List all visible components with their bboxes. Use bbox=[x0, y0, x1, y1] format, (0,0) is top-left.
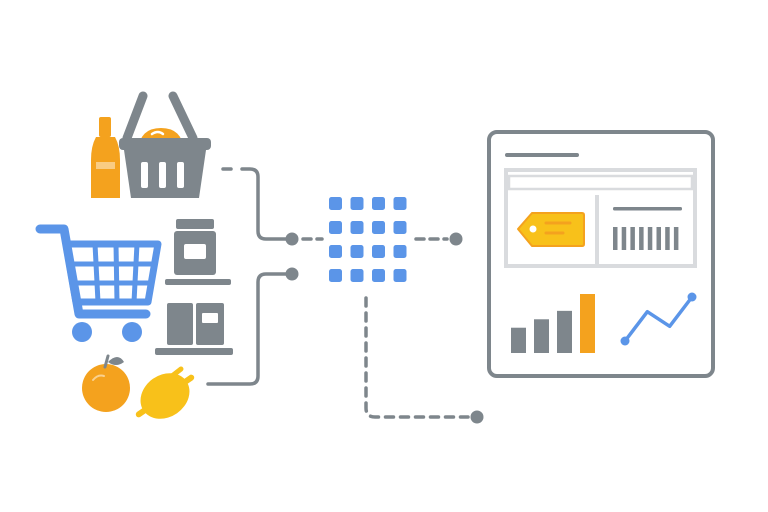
grid-cell bbox=[350, 269, 364, 282]
dashboard-top-section bbox=[504, 168, 697, 268]
grid-cell bbox=[350, 197, 364, 210]
grid-cell bbox=[372, 221, 385, 234]
grid-cell bbox=[372, 197, 385, 210]
barcode-bar bbox=[613, 227, 618, 250]
line-chart-icon bbox=[620, 292, 697, 346]
barcode-bar bbox=[621, 227, 627, 250]
grid-cell bbox=[329, 221, 342, 234]
grid-cell bbox=[329, 245, 342, 258]
barcode-bar bbox=[656, 227, 661, 250]
output-connectors bbox=[364, 237, 470, 419]
data-grid-icon bbox=[329, 197, 407, 282]
bottle-icon bbox=[91, 117, 120, 198]
bar bbox=[511, 327, 526, 353]
grid-cell bbox=[329, 197, 342, 210]
input-connectors bbox=[206, 167, 324, 386]
barcode-bar bbox=[630, 227, 635, 250]
connector-node bbox=[285, 267, 299, 281]
header-line bbox=[505, 153, 579, 157]
line-series bbox=[623, 295, 694, 343]
price-tag-icon bbox=[517, 212, 585, 247]
connector-node bbox=[449, 232, 463, 246]
bar bbox=[557, 310, 572, 353]
grid-cell bbox=[350, 245, 364, 258]
line-point bbox=[687, 292, 697, 302]
boxes-icon bbox=[155, 303, 233, 355]
line-point bbox=[620, 336, 630, 346]
connector-node bbox=[470, 410, 484, 424]
grid-cell bbox=[372, 269, 385, 282]
grid-cell bbox=[393, 221, 407, 234]
shopping-basket-icon bbox=[119, 91, 211, 198]
grid-cell bbox=[350, 221, 364, 234]
bar-chart-icon bbox=[511, 294, 595, 353]
grid-cell bbox=[393, 245, 407, 258]
grid-cell bbox=[372, 245, 385, 258]
jar-icon bbox=[165, 219, 231, 285]
connector-node bbox=[285, 232, 299, 246]
grid-cell bbox=[393, 269, 407, 282]
lemon-icon bbox=[135, 366, 195, 419]
dashboard-panel-icon bbox=[487, 130, 715, 378]
grid-cell bbox=[393, 197, 407, 210]
bar bbox=[580, 294, 595, 353]
barcode-bar bbox=[673, 227, 679, 250]
barcode-bar bbox=[647, 227, 653, 250]
grid-cell bbox=[329, 269, 342, 282]
bar bbox=[534, 319, 549, 353]
orange-fruit-icon bbox=[82, 354, 130, 412]
shopping-cart-icon bbox=[35, 224, 162, 342]
barcode-bar bbox=[665, 227, 670, 250]
barcode-bar bbox=[639, 227, 644, 250]
barcode-icon bbox=[613, 207, 682, 250]
